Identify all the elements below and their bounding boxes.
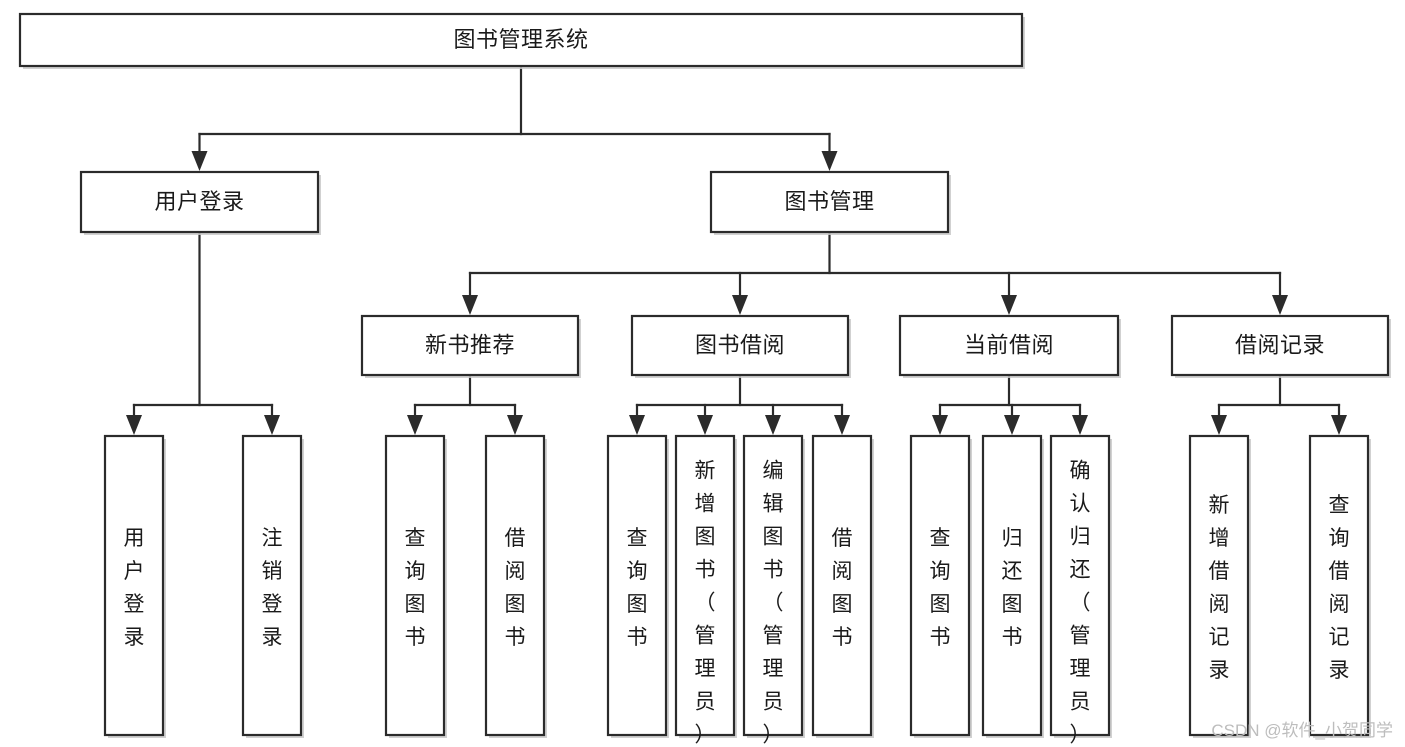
node-box[interactable]	[742, 434, 804, 737]
edge-group-new-book-recommend	[407, 373, 523, 435]
node-user-login[interactable]: 用户登录	[79, 170, 321, 235]
node-leaf-add-record[interactable]: 新增借阅记录	[1188, 434, 1251, 738]
arrow-head-icon	[191, 151, 208, 171]
node-label: 当前借阅	[964, 332, 1054, 357]
arrow-head-icon	[1272, 295, 1288, 315]
node-box[interactable]	[18, 12, 1024, 68]
node-label: 查询图书	[627, 527, 648, 649]
edge-group-book-borrow	[629, 373, 850, 435]
node-label: 注销登录	[262, 527, 283, 649]
csdn-watermark: CSDN @软件_小贺同学	[1211, 721, 1393, 740]
node-leaf-query-book-2[interactable]: 查询图书	[606, 434, 669, 738]
arrow-head-icon	[264, 415, 280, 435]
node-label: 归还图书	[1002, 527, 1023, 649]
arrow-head-icon	[1001, 295, 1017, 315]
node-label: 用户登录	[124, 527, 145, 649]
node-label: 借阅图书	[505, 527, 526, 649]
node-box[interactable]	[981, 434, 1043, 737]
edge-group-book-manage	[462, 230, 1288, 315]
node-label: 编辑图书（管理员）	[763, 460, 784, 747]
node-leaf-logout[interactable]: 注销登录	[241, 434, 304, 738]
node-label: 用户登录	[154, 189, 244, 214]
node-label: 借阅图书	[832, 527, 853, 649]
node-leaf-confirm-return[interactable]: 确认归还（管理员）	[1049, 434, 1112, 747]
edge-group-root	[191, 64, 838, 171]
arrow-head-icon	[1004, 415, 1020, 435]
edge-layer	[126, 64, 1347, 435]
node-leaf-return-book[interactable]: 归还图书	[981, 434, 1044, 738]
arrow-head-icon	[834, 415, 850, 435]
arrow-head-icon	[732, 295, 748, 315]
edge-group-borrow-record	[1211, 373, 1347, 435]
arrow-head-icon	[765, 415, 781, 435]
node-label: 新书推荐	[425, 332, 515, 357]
arrow-head-icon	[507, 415, 523, 435]
arrow-head-icon	[407, 415, 423, 435]
node-box[interactable]	[1170, 314, 1390, 377]
node-borrow-record[interactable]: 借阅记录	[1170, 314, 1391, 378]
node-label: 新增图书（管理员）	[695, 460, 716, 747]
arrow-head-icon	[462, 295, 478, 315]
node-box[interactable]	[709, 170, 950, 234]
arrow-head-icon	[126, 415, 142, 435]
edge-group-user-login	[126, 230, 280, 435]
node-leaf-query-book-1[interactable]: 查询图书	[384, 434, 447, 738]
node-label: 查询借阅记录	[1329, 494, 1350, 682]
node-leaf-edit-book[interactable]: 编辑图书（管理员）	[742, 434, 805, 747]
arrow-head-icon	[1211, 415, 1227, 435]
node-book-manage[interactable]: 图书管理	[709, 170, 951, 235]
node-current-borrow[interactable]: 当前借阅	[898, 314, 1121, 378]
node-box[interactable]	[898, 314, 1120, 377]
edge-group-current-borrow	[932, 373, 1088, 435]
node-box[interactable]	[384, 434, 446, 737]
node-box[interactable]	[484, 434, 546, 737]
node-label: 查询图书	[405, 527, 426, 649]
node-box[interactable]	[1188, 434, 1250, 737]
node-label: 图书管理	[784, 189, 874, 214]
node-label: 查询图书	[930, 527, 951, 649]
node-layer: 图书管理系统用户登录图书管理新书推荐图书借阅当前借阅借阅记录用户登录注销登录查询…	[18, 12, 1391, 747]
node-label: 图书管理系统	[453, 27, 588, 52]
node-box[interactable]	[1049, 434, 1111, 737]
node-label: 确认归还（管理员）	[1070, 460, 1091, 747]
node-leaf-borrow-book-1[interactable]: 借阅图书	[484, 434, 547, 738]
node-label: 借阅记录	[1235, 332, 1325, 357]
node-new-book-recommend[interactable]: 新书推荐	[360, 314, 581, 378]
node-box[interactable]	[909, 434, 971, 737]
node-leaf-query-record[interactable]: 查询借阅记录	[1308, 434, 1371, 738]
node-box[interactable]	[606, 434, 668, 737]
node-box[interactable]	[674, 434, 736, 737]
arrow-head-icon	[629, 415, 645, 435]
node-leaf-query-book-3[interactable]: 查询图书	[909, 434, 972, 738]
node-book-borrow[interactable]: 图书借阅	[630, 314, 851, 378]
arrow-head-icon	[821, 151, 838, 171]
node-box[interactable]	[79, 170, 320, 234]
node-box[interactable]	[1308, 434, 1370, 737]
node-box[interactable]	[811, 434, 873, 737]
arrow-head-icon	[1072, 415, 1088, 435]
node-leaf-add-book[interactable]: 新增图书（管理员）	[674, 434, 737, 747]
node-label: 图书借阅	[695, 332, 785, 357]
arrow-head-icon	[932, 415, 948, 435]
node-box[interactable]	[360, 314, 580, 377]
node-box[interactable]	[630, 314, 850, 377]
arrow-head-icon	[697, 415, 713, 435]
node-box[interactable]	[241, 434, 303, 737]
node-label: 新增借阅记录	[1209, 494, 1230, 682]
node-root[interactable]: 图书管理系统	[18, 12, 1025, 69]
arrow-head-icon	[1331, 415, 1347, 435]
node-box[interactable]	[103, 434, 165, 737]
node-leaf-borrow-book-2[interactable]: 借阅图书	[811, 434, 874, 738]
node-leaf-user-login[interactable]: 用户登录	[103, 434, 166, 738]
